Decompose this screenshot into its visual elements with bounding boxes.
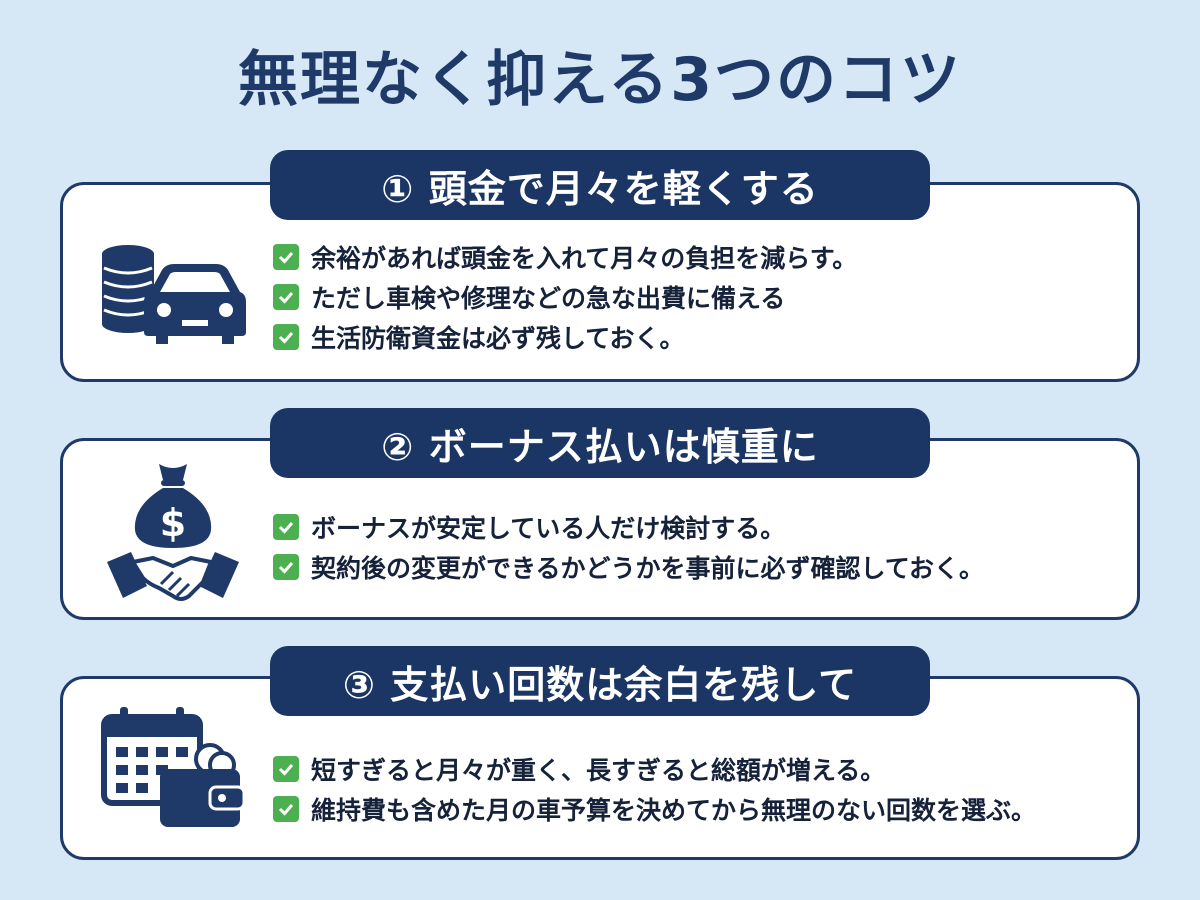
check-icon <box>273 796 299 822</box>
section-3-items: 短すぎると月々が重く、長すぎると総額が増える。 維持費も含めた月の車予算を決めて… <box>273 749 1117 829</box>
section-1-items: 余裕があれば頭金を入れて月々の負担を減らす。 ただし車検や修理などの急な出費に備… <box>273 237 1117 357</box>
list-item: ただし車検や修理などの急な出費に備える <box>273 277 1117 317</box>
coins-car-icon <box>93 225 253 365</box>
list-item: ボーナスが安定している人だけ検討する。 <box>273 507 1117 547</box>
check-icon <box>273 244 299 270</box>
list-item: 生活防衛資金は必ず残しておく。 <box>273 317 1117 357</box>
section-2-items: ボーナスが安定している人だけ検討する。 契約後の変更ができるかどうかを事前に必ず… <box>273 507 1117 587</box>
check-icon <box>273 756 299 782</box>
list-item: 余裕があれば頭金を入れて月々の負担を減らす。 <box>273 237 1117 277</box>
list-item: 契約後の変更ができるかどうかを事前に必ず確認しておく。 <box>273 547 1117 587</box>
svg-text:$: $ <box>160 501 186 545</box>
list-item: 維持費も含めた月の車予算を決めてから無理のない回数を選ぶ。 <box>273 789 1117 829</box>
check-icon <box>273 284 299 310</box>
section-heading-3: ③ 支払い回数は余白を残して <box>270 646 930 716</box>
check-icon <box>273 514 299 540</box>
check-icon <box>273 324 299 350</box>
calendar-wallet-icon <box>93 693 253 843</box>
section-heading-1: ① 頭金で月々を軽くする <box>270 150 930 220</box>
list-item: 短すぎると月々が重く、長すぎると総額が増える。 <box>273 749 1117 789</box>
section-heading-2: ② ボーナス払いは慎重に <box>270 408 930 478</box>
section-card-3: 短すぎると月々が重く、長すぎると総額が増える。 維持費も含めた月の車予算を決めて… <box>60 676 1140 860</box>
check-icon <box>273 554 299 580</box>
money-bag-handshake-icon: $ <box>93 453 253 613</box>
page-title: 無理なく抑える3つのコツ <box>238 45 962 115</box>
